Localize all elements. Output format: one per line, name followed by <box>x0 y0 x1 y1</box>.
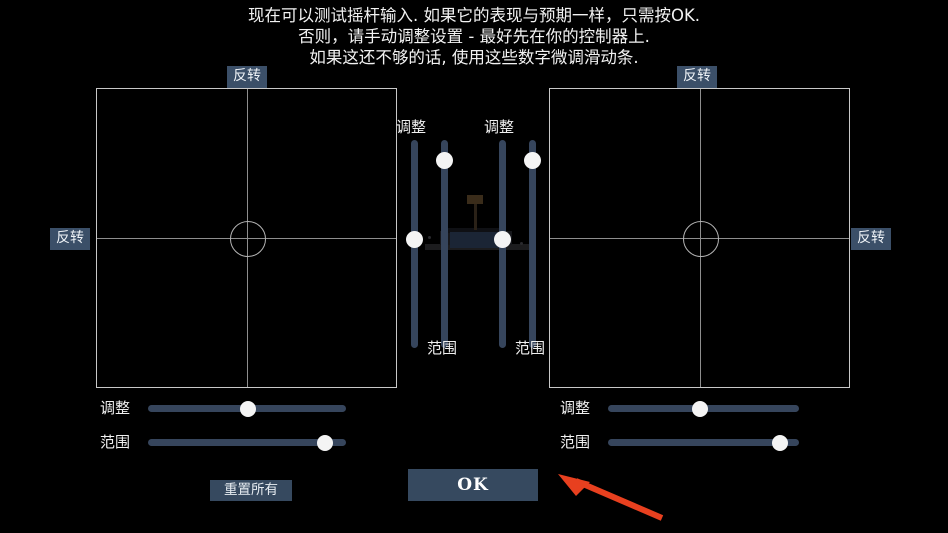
center-slider-3[interactable] <box>486 140 520 348</box>
right-stick-adjust-label: 调整 <box>560 399 591 417</box>
right-stick-adjust-slider[interactable]: 调整 <box>560 397 799 419</box>
center-slider-1-knob[interactable] <box>406 230 423 248</box>
center-slider-3-top-label: 调整 <box>484 118 515 136</box>
center-slider-2[interactable] <box>428 140 462 348</box>
center-slider-3-knob[interactable] <box>494 230 511 248</box>
right-stick-invert-top-button[interactable]: 反转 <box>677 66 717 88</box>
left-stick-invert-top-button[interactable]: 反转 <box>227 66 267 88</box>
instruction-line-3: 如果这还不够的话, 使用这些数字微调滑动条. <box>309 48 639 67</box>
right-stick-position-indicator <box>682 221 719 257</box>
right-stick-invert-side-button[interactable]: 反转 <box>851 228 891 250</box>
center-slider-2-knob[interactable] <box>436 151 453 169</box>
right-stick-range-slider[interactable]: 范围 <box>560 431 799 453</box>
center-slider-1-top-label: 调整 <box>396 118 427 136</box>
right-stick-range-track[interactable] <box>608 439 799 446</box>
instructions-text: 现在可以测试摇杆输入. 如果它的表现与预期一样，只需按OK. 否则，请手动调整设… <box>0 5 948 68</box>
center-slider-2-track[interactable] <box>441 140 448 348</box>
center-slider-4-bottom-label: 范围 <box>515 339 546 357</box>
instruction-line-1: 现在可以测试摇杆输入. 如果它的表现与预期一样，只需按OK. <box>247 6 701 25</box>
left-stick-range-knob[interactable] <box>317 435 333 451</box>
left-stick-position-indicator <box>229 221 266 257</box>
center-slider-4-knob[interactable] <box>524 151 541 169</box>
left-stick-adjust-knob[interactable] <box>240 401 256 417</box>
left-stick-adjust-label: 调整 <box>100 399 131 417</box>
right-stick-area[interactable] <box>549 88 850 388</box>
instruction-line-2: 否则，请手动调整设置 - 最好先在你的控制器上. <box>298 27 650 46</box>
center-slider-2-bottom-label: 范围 <box>427 339 458 357</box>
center-slider-4-track[interactable] <box>529 140 536 348</box>
left-stick-area[interactable] <box>96 88 397 388</box>
left-stick-invert-side-button[interactable]: 反转 <box>50 228 90 250</box>
ok-button[interactable]: OK <box>408 469 538 501</box>
left-stick-adjust-slider[interactable]: 调整 <box>100 397 346 419</box>
right-stick-range-label: 范围 <box>560 433 591 451</box>
left-stick-range-track[interactable] <box>148 439 346 446</box>
center-slider-4[interactable] <box>516 140 550 348</box>
left-stick-range-label: 范围 <box>100 433 131 451</box>
right-stick-range-knob[interactable] <box>772 435 788 451</box>
annotation-arrow-icon <box>558 474 664 521</box>
left-stick-range-slider[interactable]: 范围 <box>100 431 346 453</box>
center-slider-1[interactable] <box>398 140 432 348</box>
right-stick-adjust-knob[interactable] <box>692 401 708 417</box>
reset-all-button[interactable]: 重置所有 <box>210 480 292 501</box>
preview-mast <box>474 202 477 230</box>
preview-head <box>467 195 483 204</box>
